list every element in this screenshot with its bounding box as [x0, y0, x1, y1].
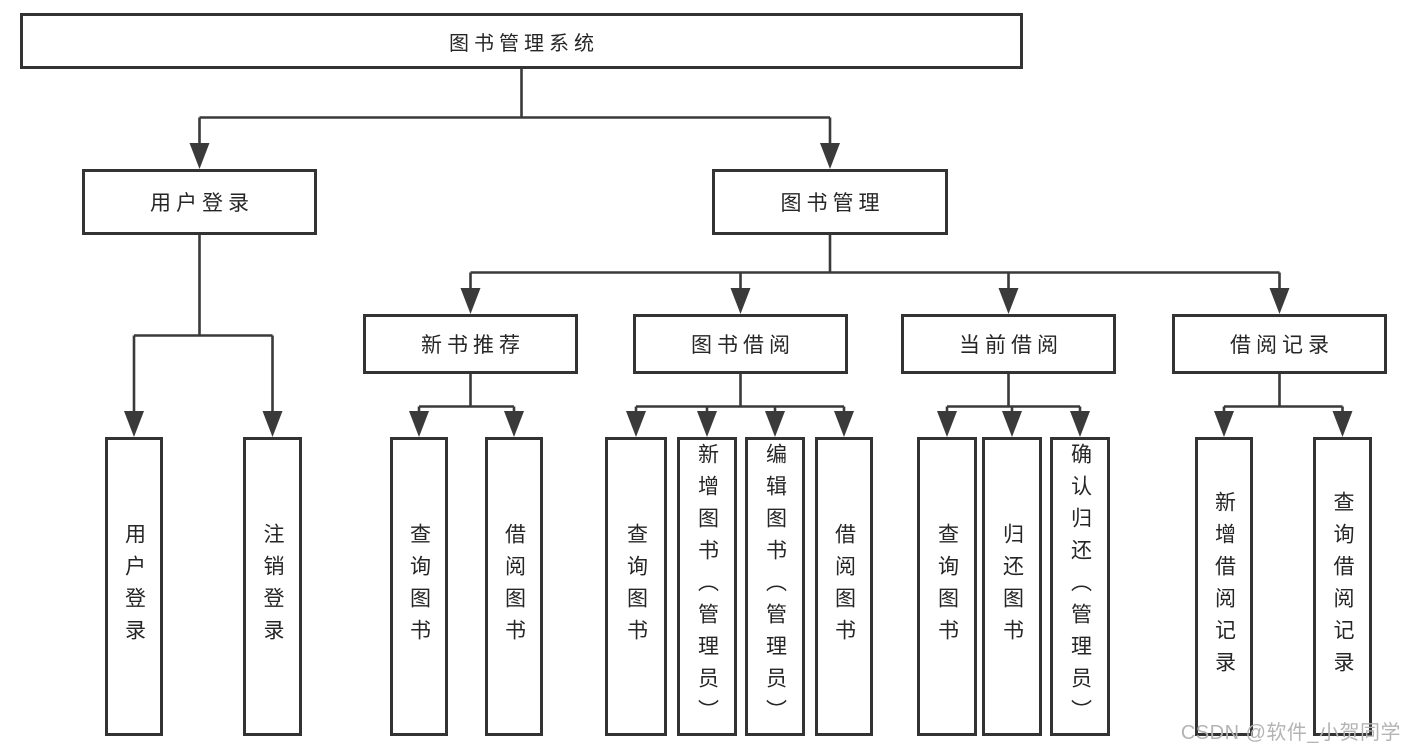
arrowhead — [1070, 411, 1090, 437]
leaf-label: 查询图书 — [935, 522, 959, 651]
node-current-borrow: 当前借阅 — [901, 314, 1116, 374]
leaf-borrow-books-1: 借阅图书 — [485, 437, 543, 736]
node-label: 图书借阅 — [691, 334, 795, 357]
arrowhead — [460, 288, 481, 314]
node-book-management: 图书管理 — [712, 169, 948, 235]
leaf-add-books-admin: 新增图书（管理员） — [677, 437, 737, 736]
leaf-logout: 注销登录 — [243, 437, 302, 736]
leaf-label: 借阅图书 — [832, 522, 856, 651]
arrowhead — [834, 411, 854, 437]
connector-borrow-to-leaves — [634, 374, 846, 414]
arrowhead — [1269, 288, 1290, 314]
node-label: 当前借阅 — [959, 334, 1063, 357]
node-root-label: 图书管理系统 — [449, 32, 599, 55]
arrowhead — [1002, 411, 1022, 437]
node-new-book-recommend: 新书推荐 — [363, 314, 578, 374]
leaf-label: 归还图书 — [1000, 522, 1024, 651]
leaf-label: 查询借阅记录 — [1331, 490, 1354, 683]
node-label: 用户登录 — [150, 192, 254, 215]
node-label: 新书推荐 — [421, 334, 525, 357]
arrowhead — [504, 411, 524, 437]
leaf-add-borrow-record: 新增借阅记录 — [1195, 437, 1253, 736]
arrowhead — [937, 411, 957, 437]
leaf-query-books-2: 查询图书 — [605, 437, 667, 736]
arrowhead — [730, 288, 751, 314]
arrowhead — [626, 411, 646, 437]
leaf-query-books-3: 查询图书 — [917, 437, 977, 736]
leaf-label: 查询图书 — [624, 522, 648, 651]
connector-root-to-level2 — [198, 69, 832, 146]
leaf-label: 注销登录 — [261, 522, 284, 651]
node-book-borrow: 图书借阅 — [633, 314, 848, 374]
arrowhead — [765, 411, 785, 437]
connector-newbook-to-leaves — [417, 374, 516, 414]
arrowhead — [998, 288, 1019, 314]
leaf-label: 用户登录 — [122, 522, 146, 651]
leaf-label: 借阅图书 — [502, 522, 526, 651]
leaf-return-books: 归还图书 — [982, 437, 1042, 736]
connector-userlogin-to-leaves — [132, 235, 274, 414]
leaf-query-borrow-record: 查询借阅记录 — [1313, 437, 1372, 736]
node-user-login-group: 用户登录 — [82, 169, 317, 235]
arrowhead — [124, 411, 144, 437]
node-borrow-records: 借阅记录 — [1172, 314, 1387, 374]
watermark: CSDN @软件_小贺同学 — [1180, 722, 1401, 744]
leaf-confirm-return-admin: 确认归还（管理员） — [1050, 437, 1110, 736]
leaf-user-login: 用户登录 — [105, 437, 163, 736]
arrowhead — [262, 411, 283, 437]
leaf-label: 新增借阅记录 — [1212, 490, 1236, 683]
leaf-borrow-books-2: 借阅图书 — [815, 437, 873, 736]
connector-current-to-leaves — [945, 374, 1082, 414]
connector-records-to-leaves — [1222, 374, 1344, 414]
leaf-label: 新增图书（管理员） — [695, 442, 719, 731]
leaf-query-books-1: 查询图书 — [390, 437, 448, 736]
arrowhead — [1214, 411, 1234, 437]
arrowhead — [189, 143, 210, 169]
arrowhead — [409, 411, 429, 437]
node-label: 图书管理 — [780, 192, 885, 215]
connector-bookmgmt-to-level3 — [469, 235, 1281, 291]
arrowhead — [1332, 411, 1353, 437]
leaf-label: 查询图书 — [407, 522, 431, 651]
arrowhead — [697, 411, 717, 437]
leaf-label: 编辑图书（管理员） — [763, 442, 787, 731]
node-root: 图书管理系统 — [20, 13, 1023, 69]
arrowhead — [820, 143, 840, 169]
node-label: 借阅记录 — [1230, 334, 1334, 357]
leaf-edit-books-admin: 编辑图书（管理员） — [745, 437, 805, 736]
leaf-label: 确认归还（管理员） — [1068, 442, 1092, 731]
